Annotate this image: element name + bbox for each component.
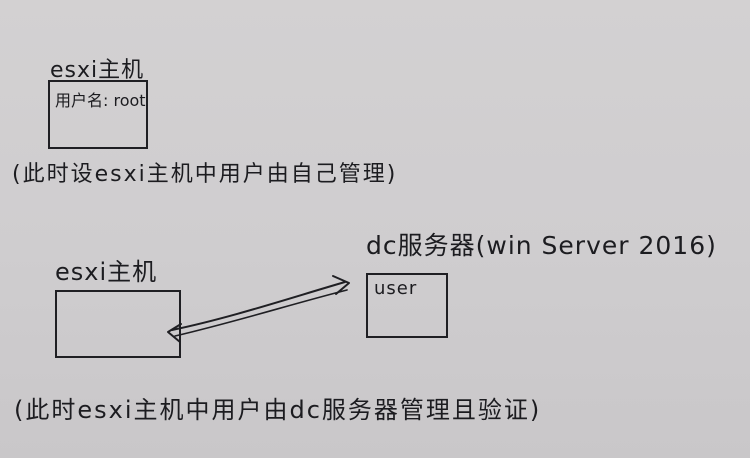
dc-server-box	[366, 273, 448, 338]
note-local-management: (此时设esxi主机中用户由自己管理)	[12, 162, 398, 187]
arrowhead-esxi-icon	[167, 323, 182, 343]
dc-server-title: dc服务器(win Server 2016)	[366, 231, 717, 260]
connector-line-lower	[174, 289, 348, 337]
esxi-host-1-box	[48, 80, 148, 149]
connector-line-upper	[171, 281, 346, 331]
esxi-host-1-user-label: 用户名: root	[55, 91, 146, 110]
dc-server-user-label: user	[374, 278, 418, 299]
esxi-host-1-title: esxi主机	[50, 58, 145, 83]
esxi-host-2-title: esxi主机	[55, 258, 158, 286]
note-dc-management: (此时esxi主机中用户由dc服务器管理且验证)	[14, 396, 542, 424]
arrowhead-dc-icon	[332, 275, 350, 295]
